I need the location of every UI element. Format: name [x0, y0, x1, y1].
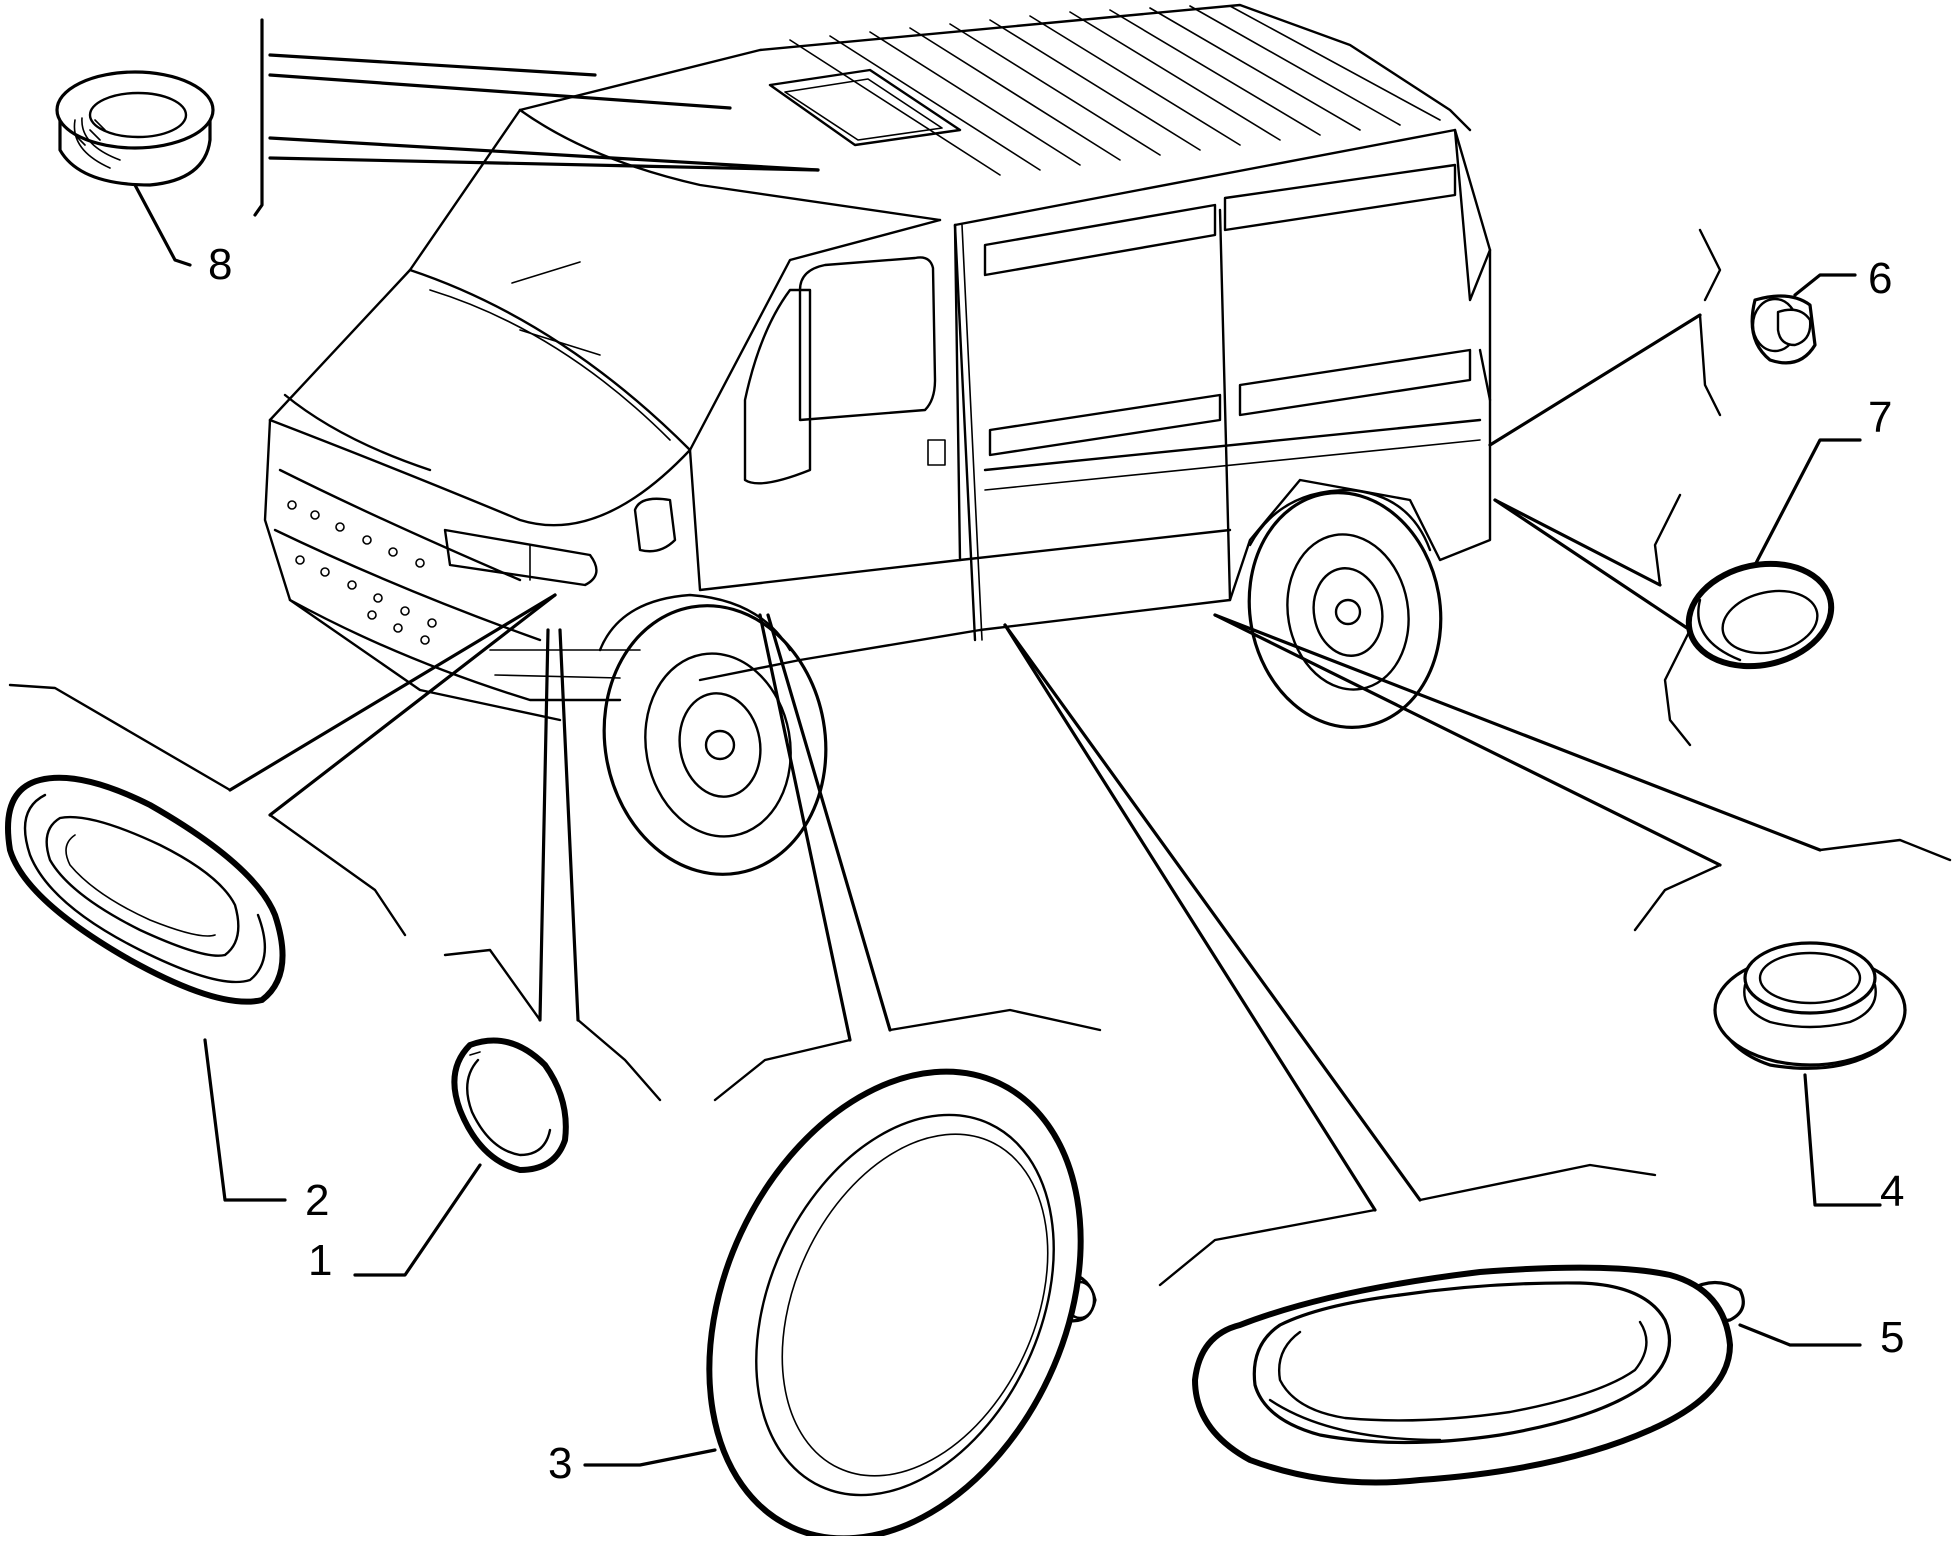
part-1-small-plug — [451, 1037, 569, 1173]
callout-label-2: 2 — [305, 1176, 329, 1225]
callout-label-1: 1 — [308, 1236, 332, 1285]
part-5-oval-plug-with-tab — [1192, 1264, 1745, 1486]
callout-label-4: 4 — [1880, 1167, 1904, 1216]
callout-labels: 8 6 7 2 1 3 4 5 — [208, 240, 1904, 1488]
van-illustration — [263, 3, 1492, 876]
callout-leaders — [133, 183, 1882, 1467]
callout-label-5: 5 — [1880, 1313, 1904, 1362]
part-4-round-grommet — [1713, 941, 1907, 1070]
callout-label-7: 7 — [1868, 393, 1892, 442]
callout-label-8: 8 — [208, 240, 232, 289]
part-8-grommet — [55, 70, 215, 187]
part-7-oval-plug — [1685, 560, 1835, 670]
part-3-round-cover — [706, 1068, 1097, 1541]
callout-label-3: 3 — [548, 1439, 572, 1488]
part-2-large-oval-grommet — [5, 774, 286, 1005]
part-6-plug — [1750, 294, 1817, 365]
leader-lines — [228, 18, 1822, 1212]
callout-label-6: 6 — [1868, 254, 1892, 303]
break-lines — [8, 228, 1952, 1287]
